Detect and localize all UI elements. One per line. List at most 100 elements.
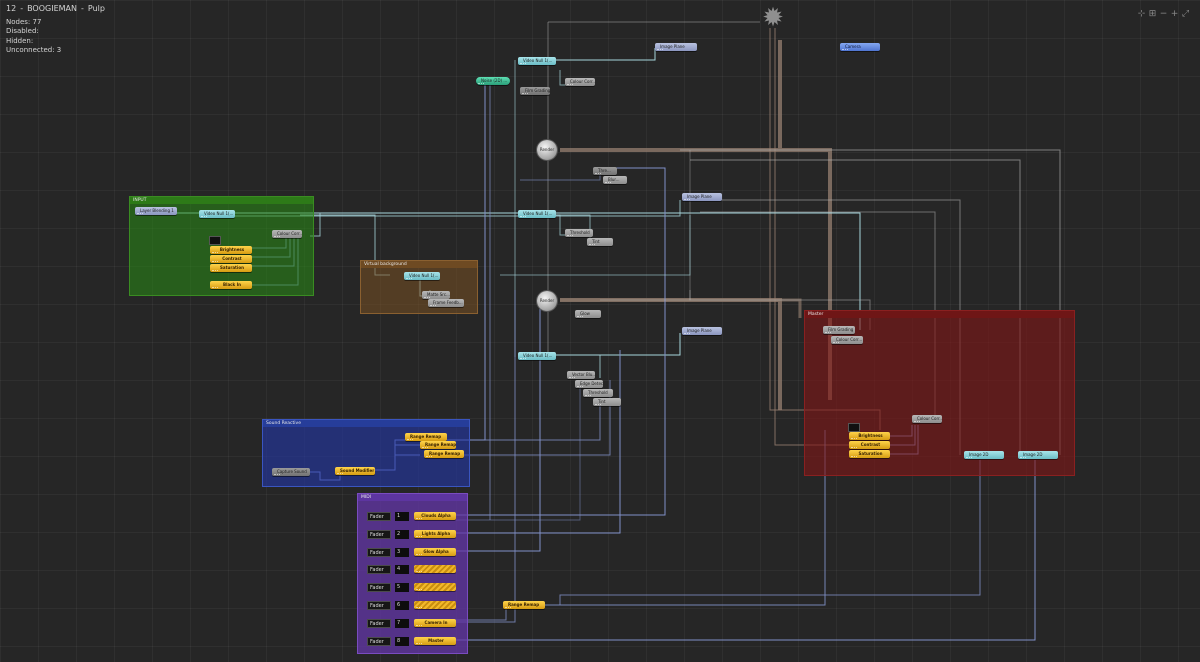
wire	[545, 430, 826, 606]
wire	[455, 460, 1036, 641]
node-video-in[interactable]: Layer Blending 1	[135, 207, 177, 215]
grid-icon[interactable]: ⊞	[1148, 9, 1157, 19]
midi-target-param[interactable]: Lights Alpha	[414, 530, 456, 538]
param-black-in[interactable]: Black In	[210, 281, 252, 289]
node-colour-correction[interactable]: Colour Corr...	[565, 78, 595, 86]
node-range-remap[interactable]: Range Remap	[405, 433, 447, 441]
midi-fader-label: Fader	[367, 619, 391, 628]
node-threshold[interactable]: Threshold	[565, 229, 593, 237]
param-saturation[interactable]: Saturation	[210, 264, 252, 272]
wire	[455, 385, 581, 521]
node-frame-feedback[interactable]: Frame Feedb...	[428, 299, 464, 307]
node-tint[interactable]: Tint	[587, 238, 613, 246]
node-threshold[interactable]: Thre...	[593, 167, 617, 175]
scene-name: Pulp	[87, 4, 105, 13]
group-title: MIDI	[358, 494, 467, 501]
node-camera[interactable]: Camera	[840, 43, 880, 51]
midi-fader-label: Fader	[367, 512, 391, 521]
wire	[540, 333, 681, 356]
midi-target-param[interactable]: Master	[414, 637, 456, 645]
node-noise[interactable]: Noise (2D) ...	[476, 77, 510, 85]
node-sound-modifier[interactable]: Sound Modifier	[335, 467, 375, 475]
wire	[540, 48, 656, 61]
node-tint[interactable]: Tint	[593, 398, 621, 406]
midi-target-param[interactable]: Camera In	[414, 619, 456, 627]
midi-target-param[interactable]	[414, 601, 456, 609]
stat-unconnected: Unconnected: 3	[6, 46, 62, 54]
param-saturation[interactable]: Saturation	[849, 450, 890, 458]
color-swatch[interactable]	[848, 423, 860, 432]
scene-title: 12-BOOGIEMAN-Pulp	[6, 4, 105, 13]
wire	[455, 167, 666, 516]
node-render[interactable]: Render	[537, 291, 557, 311]
scene-settings-gear-icon[interactable]: ✹	[762, 3, 784, 33]
midi-fader-label: Fader	[367, 565, 391, 574]
group-title: INPUT	[130, 197, 313, 204]
node-video-null[interactable]: Video Null 1(...	[199, 210, 235, 218]
node-range-remap[interactable]: Range Remap	[424, 450, 464, 458]
node-image-plane[interactable]: Image Plane	[682, 327, 722, 335]
node-video-null[interactable]: Video Null 1(...	[518, 210, 556, 218]
wire	[455, 350, 621, 534]
midi-fader-label: Fader	[367, 583, 391, 592]
project-number: 12	[6, 4, 17, 13]
param-brightness[interactable]: Brightness	[849, 432, 890, 440]
minus-icon[interactable]: −	[1159, 9, 1168, 19]
node-colour-correction[interactable]: Colour Corr...	[912, 415, 942, 423]
node-glow[interactable]: Glow	[575, 310, 601, 318]
node-colour-correction[interactable]: Colour Corr...	[831, 336, 863, 344]
node-edge-detect[interactable]: Edge Detect	[575, 380, 603, 388]
node-video-null[interactable]: Video Null 1(...	[518, 352, 556, 360]
node-video-null[interactable]: Video Null 1(...	[404, 272, 440, 280]
node-image-plane[interactable]: Image Plane	[682, 193, 722, 201]
stat-hidden: Hidden:	[6, 36, 34, 45]
node-image-2d[interactable]: Image 2D	[1018, 451, 1058, 459]
view-controls: ⊹ ⊞ − + ⤢	[1137, 10, 1190, 19]
param-brightness[interactable]: Brightness	[210, 246, 252, 254]
node-video-null[interactable]: Video Null 1(...	[518, 57, 556, 65]
node-vector-blur[interactable]: Vector Blu...	[567, 371, 595, 379]
group-title: Virtual background	[361, 261, 477, 268]
param-contrast[interactable]: Contrast	[849, 441, 890, 449]
midi-fader-label: Fader	[367, 548, 391, 557]
node-image-2d[interactable]: Image 2D	[964, 451, 1004, 459]
wire	[520, 175, 601, 181]
node-colour-correction[interactable]: Colour Corr...	[272, 230, 302, 238]
wire	[455, 400, 601, 441]
node-render[interactable]: Render	[537, 140, 557, 160]
fit-icon[interactable]: ⊹	[1137, 9, 1146, 19]
midi-target-param[interactable]: Glow Alpha	[414, 548, 456, 556]
midi-fader-label: Fader	[367, 530, 391, 539]
midi-fader-number: 8	[395, 637, 409, 646]
wire	[560, 40, 832, 400]
midi-target-param[interactable]: Clouds Alpha	[414, 512, 456, 520]
midi-fader-label: Fader	[367, 637, 391, 646]
color-swatch[interactable]	[209, 236, 221, 245]
midi-fader-number: 5	[395, 583, 409, 592]
plus-icon[interactable]: +	[1170, 9, 1179, 19]
node-range-remap[interactable]: Range Remap	[503, 601, 545, 609]
node-matte-source[interactable]: Matte Src...	[422, 291, 450, 299]
midi-fader-number: 7	[395, 619, 409, 628]
node-image-plane[interactable]: Image Plane	[655, 43, 697, 51]
group-title: Sound Reactive	[263, 420, 469, 427]
midi-fader-number: 3	[395, 548, 409, 557]
param-contrast[interactable]: Contrast	[210, 255, 252, 263]
node-film-grading[interactable]: Film Grading	[823, 326, 855, 334]
group-title: Master	[805, 311, 1074, 318]
midi-target-param[interactable]	[414, 565, 456, 573]
node-film-grading[interactable]: Film Grading	[520, 87, 550, 95]
node-threshold[interactable]: Threshold	[583, 389, 613, 397]
node-range-remap[interactable]: Range Remap	[420, 441, 456, 449]
stat-nodes: Nodes: 77	[6, 17, 42, 26]
midi-fader-number: 4	[395, 565, 409, 574]
stat-disabled: Disabled:	[6, 27, 39, 35]
project-name: BOOGIEMAN	[27, 4, 77, 13]
midi-target-param[interactable]	[414, 583, 456, 591]
node-blur[interactable]: Blur...	[603, 176, 627, 184]
midi-fader-number: 2	[395, 530, 409, 539]
midi-fader-number: 6	[395, 601, 409, 610]
fullscreen-icon[interactable]: ⤢	[1181, 9, 1190, 19]
scene-info: 12-BOOGIEMAN-Pulp Nodes: 77 Disabled: Hi…	[6, 4, 105, 56]
node-capture-sound[interactable]: Capture Sound	[272, 468, 310, 476]
